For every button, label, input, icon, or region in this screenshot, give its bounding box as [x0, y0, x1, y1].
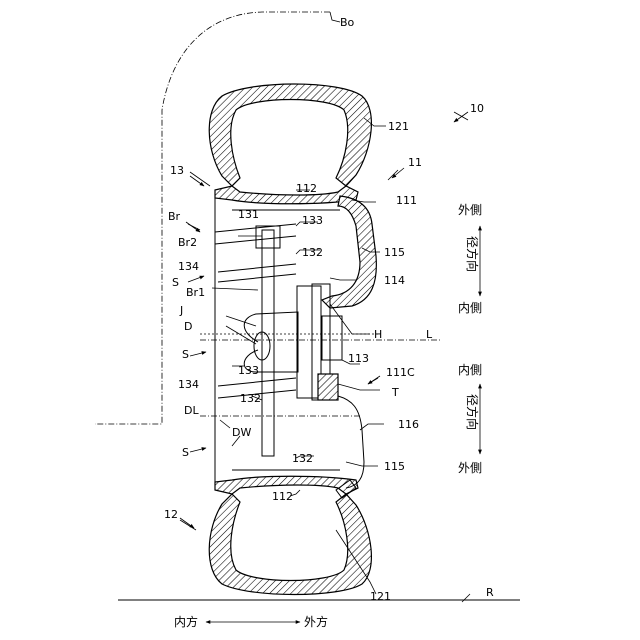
- tire-bottom-section: [209, 494, 371, 595]
- hub-cap: [322, 316, 342, 360]
- vehicle-body-outline: [95, 12, 330, 424]
- label-l: L: [426, 328, 433, 341]
- label-axial-outer: 外方: [304, 614, 328, 629]
- tire-top-section: [209, 84, 371, 186]
- arrow-12: [180, 518, 194, 528]
- label-133-top: 133: [302, 214, 323, 227]
- label-outer-bottom: 外側: [458, 461, 482, 475]
- label-s2: S: [182, 348, 189, 361]
- label-112-top: 112: [296, 182, 317, 195]
- label-132-a: 132: [302, 246, 323, 259]
- label-115-top: 115: [384, 246, 405, 259]
- label-s3: S: [182, 446, 189, 459]
- label-13: 13: [170, 164, 184, 177]
- wheel-disk-lower: [338, 396, 364, 488]
- label-11: 11: [408, 156, 422, 169]
- label-114: 114: [384, 274, 405, 287]
- label-radial-bottom: 径方向: [465, 394, 480, 430]
- label-12: 12: [164, 508, 178, 521]
- label-axial-inner: 内方: [174, 614, 198, 629]
- label-116: 116: [398, 418, 419, 431]
- label-10: 10: [470, 102, 484, 115]
- arrow-s3: [190, 448, 206, 452]
- label-134-a: 134: [178, 260, 199, 273]
- label-121-bottom: 121: [370, 590, 391, 603]
- label-134-b: 134: [178, 378, 199, 391]
- label-inner-top: 内側: [458, 301, 482, 315]
- label-s1: S: [172, 276, 179, 289]
- arrow-13: [190, 176, 204, 186]
- member-132-mid: [218, 264, 296, 282]
- arrow-s1: [188, 276, 204, 282]
- label-d: D: [184, 320, 192, 333]
- label-113: 113: [348, 352, 369, 365]
- arrow-11: [392, 168, 404, 178]
- label-h: H: [374, 328, 382, 341]
- motor-stator-column: [262, 230, 274, 456]
- label-132-b: 132: [240, 392, 261, 405]
- label-bo: Bo: [340, 16, 355, 29]
- brake-rotor: [297, 286, 321, 398]
- label-131: 131: [238, 208, 259, 221]
- label-121-top: 121: [388, 120, 409, 133]
- arrow-s2: [190, 352, 206, 356]
- motor-stator-block-top: [256, 226, 280, 248]
- label-132-c: 132: [292, 452, 313, 465]
- label-r: R: [486, 586, 494, 599]
- arrow-111c: [368, 376, 380, 384]
- brake-caliper: [318, 374, 338, 400]
- label-br1: Br1: [186, 286, 205, 299]
- label-133-mid: 133: [238, 364, 259, 377]
- label-inner-bottom: 内側: [458, 363, 482, 377]
- label-dw: DW: [232, 426, 251, 439]
- label-radial-top: 径方向: [465, 236, 480, 272]
- label-115-bottom: 115: [384, 460, 405, 473]
- label-br: Br: [168, 210, 181, 223]
- label-111: 111: [396, 194, 417, 207]
- label-112-bottom: 112: [272, 490, 293, 503]
- label-111c: 111C: [386, 366, 415, 379]
- label-j: J: [179, 304, 183, 317]
- label-br2: Br2: [178, 236, 197, 249]
- arrow-br: [186, 222, 200, 232]
- rim-top: [215, 186, 358, 204]
- label-dl: DL: [184, 404, 199, 417]
- label-outer-top: 外側: [458, 203, 482, 217]
- label-t: T: [391, 386, 399, 399]
